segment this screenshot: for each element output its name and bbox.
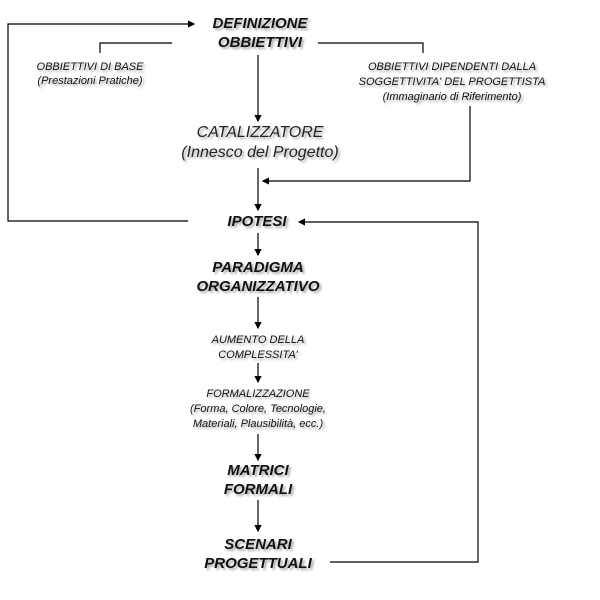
arrow-dipendenti-to-main (261, 106, 471, 185)
feedback-arrow-ipotesi-to-definizione (7, 20, 196, 222)
node-scenari-progettuali: SCENARI PROGETTUALI (204, 535, 312, 573)
node-definizione-obbiettivi: DEFINIZIONE OBBIETTIVI (212, 14, 307, 52)
label: PARADIGMA (212, 259, 304, 276)
label: (Innesco del Progetto) (181, 144, 339, 161)
label: (Immaginario di Riferimento) (382, 91, 522, 103)
label: ORGANIZZATIVO (196, 278, 320, 295)
label: Materiali, Plausibilità, ecc.) (192, 418, 324, 430)
label: OBBIETTIVI DIPENDENTI DALLA (367, 61, 537, 73)
label: MATRICI (227, 462, 289, 479)
node-paradigma: PARADIGMA ORGANIZZATIVO (196, 258, 319, 296)
node-ipotesi: IPOTESI (227, 212, 286, 231)
label: AUMENTO DELLA (211, 334, 305, 346)
label: PROGETTUALI (204, 555, 312, 572)
node-obbiettivi-dipendenti: OBBIETTIVI DIPENDENTI DALLA SOGGETTIVITA'… (359, 60, 546, 105)
node-catalizzatore: CATALIZZATORE (Innesco del Progetto) (181, 123, 338, 163)
node-aumento-complessita: AUMENTO DELLA COMPLESSITA' (212, 333, 305, 363)
label: FORMALI (223, 481, 293, 498)
label: (Forma, Colore, Tecnologie, (190, 403, 326, 415)
label: SOGGETTIVITA' DEL PROGETTISTA (358, 76, 546, 88)
node-matrici-formali: MATRICI FORMALI (224, 461, 292, 499)
label: SCENARI (224, 536, 292, 553)
label: COMPLESSITA' (218, 349, 298, 361)
label: FORMALIZZAZIONE (206, 388, 310, 400)
node-formalizzazione: FORMALIZZAZIONE (Forma, Colore, Tecnologi… (190, 387, 326, 432)
label: CATALIZZATORE (196, 124, 324, 141)
label: (Prestazioni Pratiche) (37, 75, 143, 87)
label: OBBIETTIVI (217, 34, 303, 51)
feedback-arrow-scenari-to-ipotesi (297, 218, 479, 563)
label: DEFINIZIONE (212, 15, 308, 32)
branch-line-base (99, 42, 172, 53)
branch-line-dipendenti (318, 42, 424, 53)
label: OBBIETTIVI DI BASE (36, 61, 144, 73)
node-obbiettivi-base: OBBIETTIVI DI BASE (Prestazioni Pratiche) (37, 60, 144, 88)
label: IPOTESI (227, 213, 287, 230)
